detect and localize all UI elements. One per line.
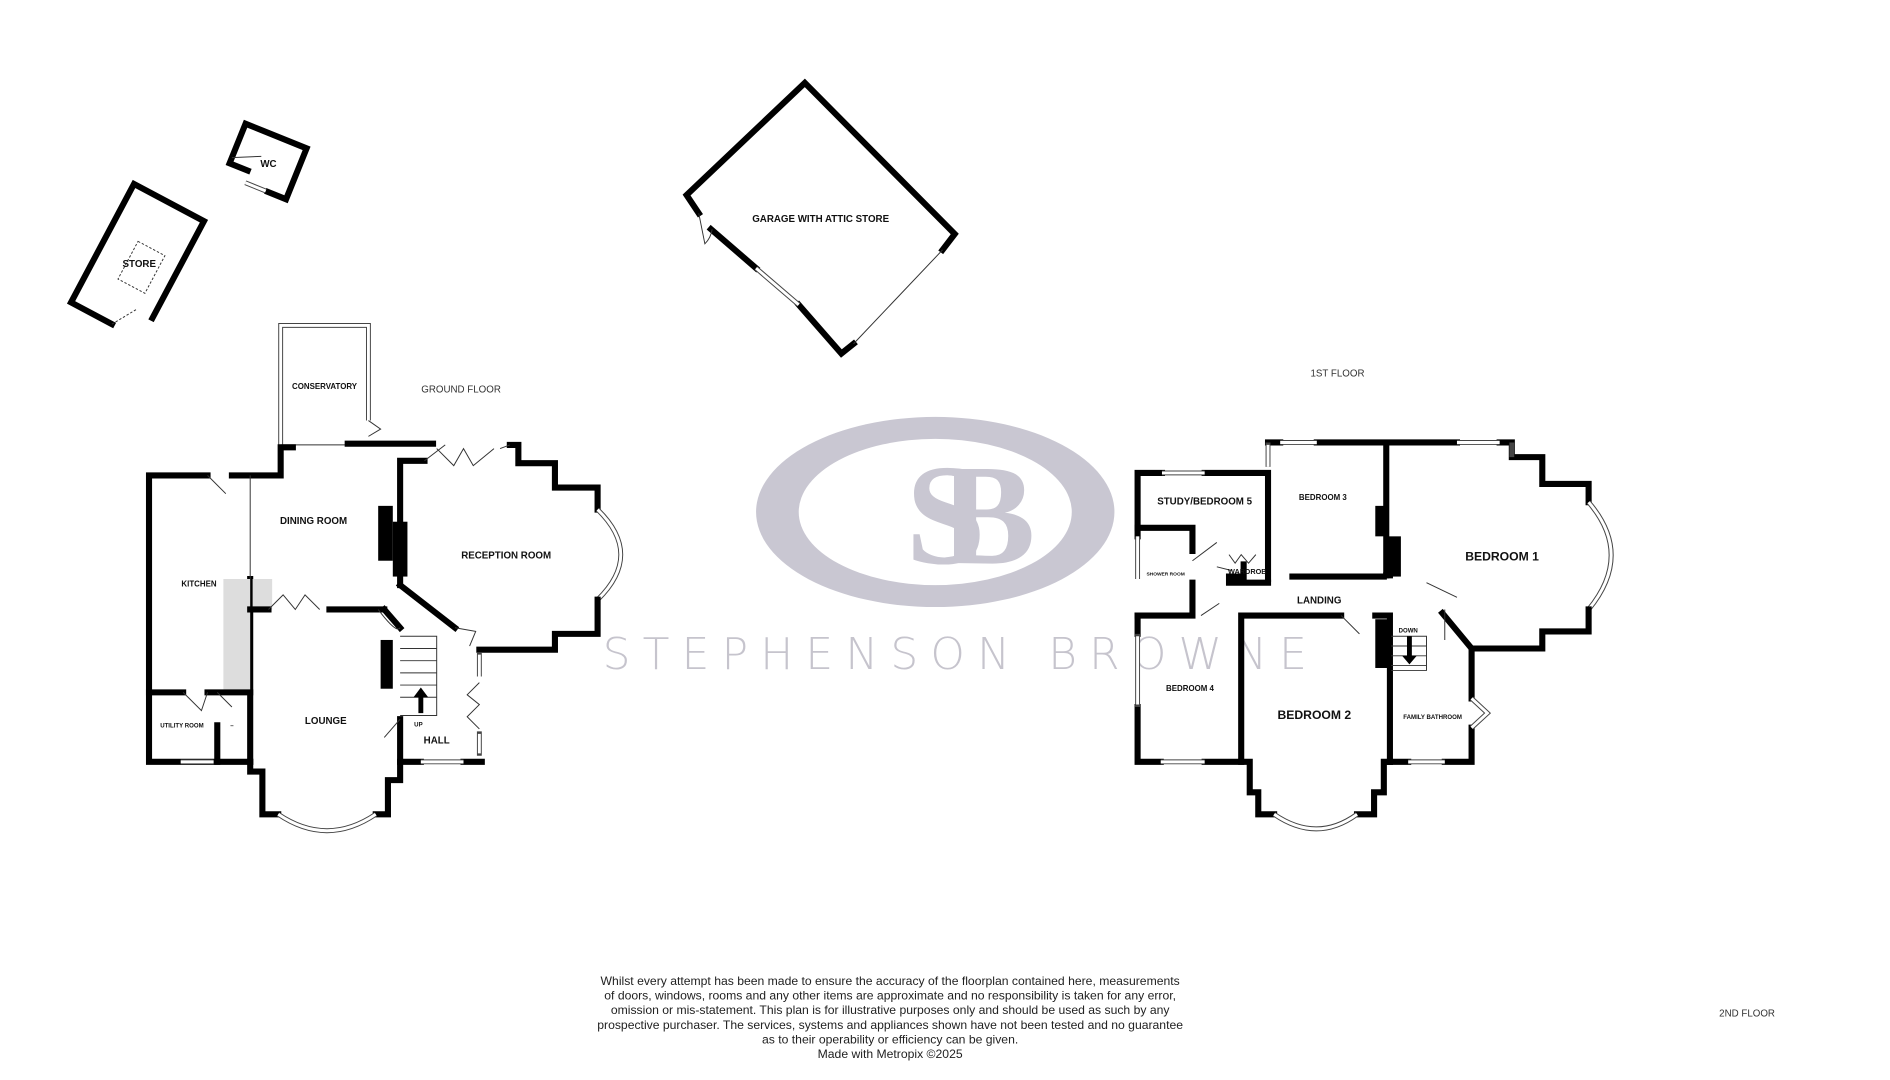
- disclaimer-line: of doors, windows, rooms and any other i…: [604, 989, 1176, 1003]
- wc-label: WC: [260, 159, 276, 170]
- bedroom1-label: BEDROOM 1: [1465, 550, 1539, 564]
- utility-room-label: UTILITY ROOM: [160, 723, 203, 730]
- bedroom2-label: BEDROOM 2: [1277, 708, 1351, 722]
- disclaimer-line: omission or mis-statement. This plan is …: [611, 1003, 1171, 1017]
- shower-room-label: SHOWER ROOM: [1146, 571, 1184, 577]
- wc-outbuilding: [225, 119, 311, 204]
- stairs-down-label: DOWN: [1399, 628, 1418, 635]
- ground-floor-title: GROUND FLOOR: [421, 385, 501, 396]
- disclaimer-credit: Made with Metropix ©2025: [818, 1047, 963, 1061]
- bedroom3-label: BEDROOM 3: [1299, 493, 1347, 502]
- second-floor-title: 2ND FLOOR: [1719, 1009, 1775, 1020]
- dining-room-label: DINING ROOM: [280, 516, 347, 527]
- family-bathroom-label: FAMILY BATHROOM: [1403, 714, 1462, 721]
- store-outbuilding: [66, 179, 209, 329]
- disclaimer-line: as to their operability or efficiency ca…: [762, 1032, 1018, 1046]
- store-label: STORE: [123, 259, 157, 270]
- conservatory-label: CONSERVATORY: [292, 382, 358, 391]
- hall-label: HALL: [424, 736, 450, 747]
- ground-floor-plan: [145, 323, 624, 834]
- kitchen-label: KITCHEN: [181, 579, 216, 588]
- landing-label: LANDING: [1297, 595, 1341, 606]
- disclaimer-line: Whilst every attempt has been made to en…: [601, 974, 1180, 988]
- lounge-label: LOUNGE: [305, 716, 347, 727]
- garage-label: GARAGE WITH ATTIC STORE: [752, 214, 889, 225]
- disclaimer-line: prospective purchaser. The services, sys…: [597, 1018, 1183, 1032]
- stairs-up-label: UP: [414, 722, 422, 729]
- wc-mark-label: –: [230, 723, 234, 730]
- first-floor-title: 1ST FLOOR: [1310, 369, 1364, 380]
- study-label: STUDY/BEDROOM 5: [1157, 497, 1252, 508]
- reception-room-label: RECEPTION ROOM: [461, 550, 551, 561]
- watermark-logo: SB: [756, 416, 1115, 608]
- watermark-brand: STEPHENSON BROWNE: [603, 629, 1319, 680]
- disclaimer: Whilst every attempt has been made to en…: [597, 974, 1183, 1061]
- bedroom4-label: BEDROOM 4: [1166, 684, 1214, 693]
- wardrobe-label: WARDROB: [1228, 567, 1267, 576]
- garage: [682, 78, 959, 358]
- first-floor-plan: [1134, 439, 1614, 832]
